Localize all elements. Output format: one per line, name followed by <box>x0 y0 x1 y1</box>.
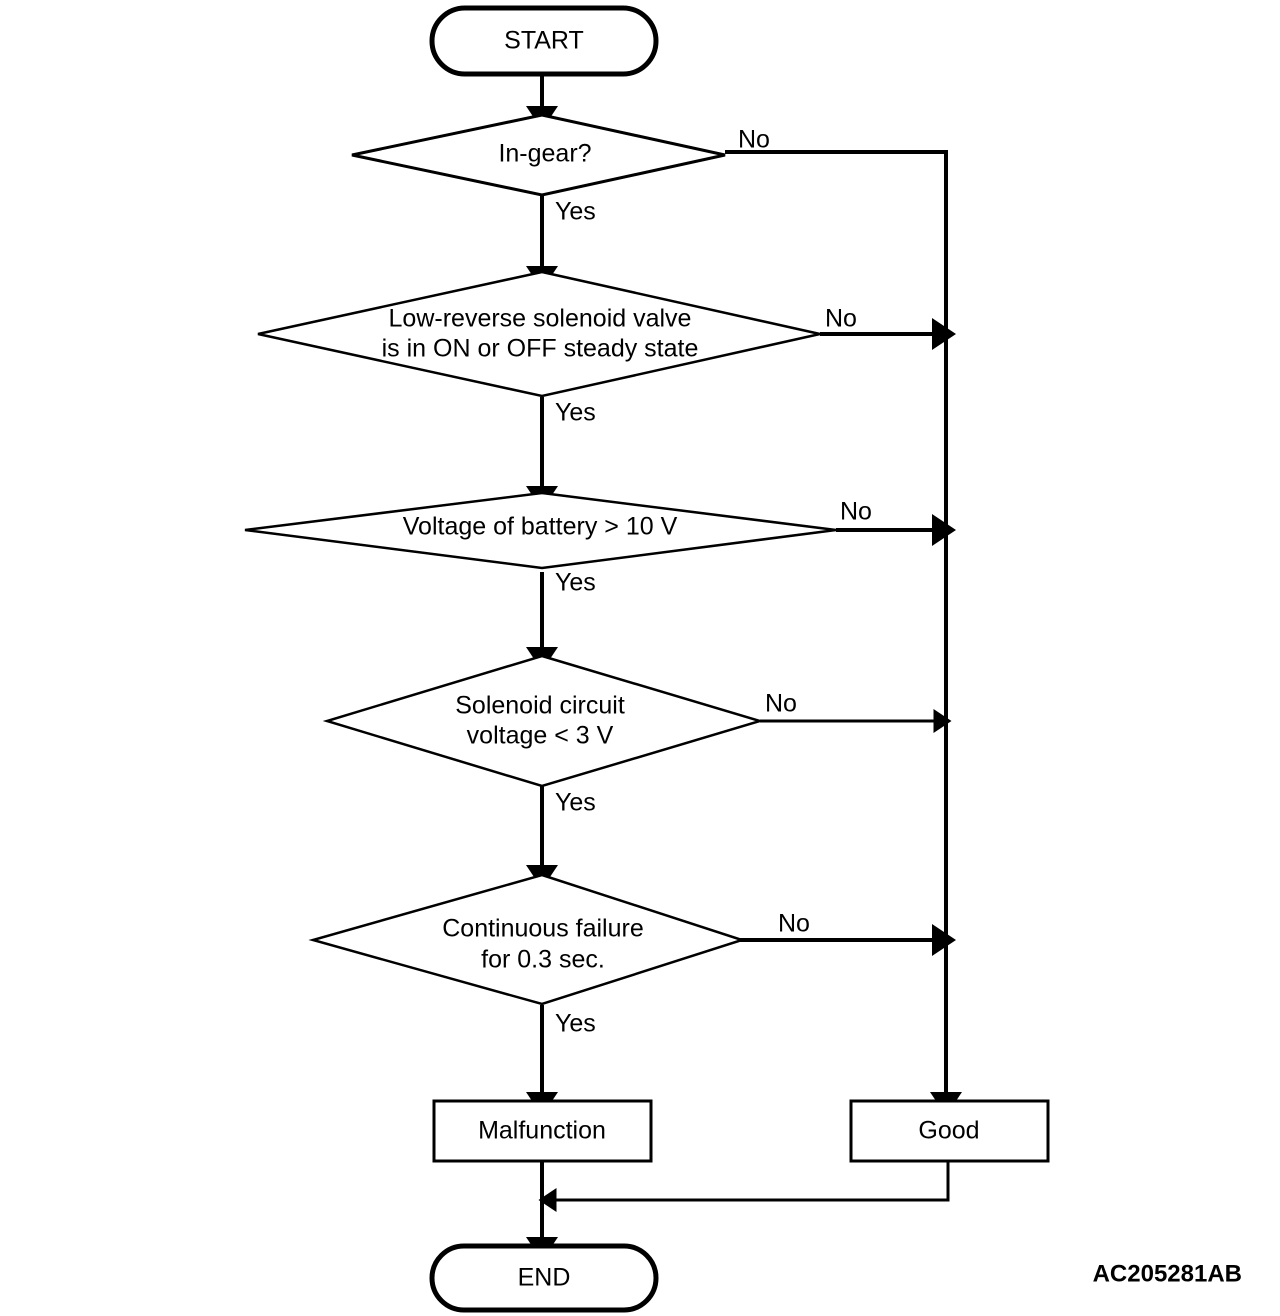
decision-5-yes-label: Yes <box>555 1010 596 1038</box>
decision-4-label-line-1: Solenoid circuit <box>455 692 625 720</box>
decision-4-no-label: No <box>765 690 797 718</box>
decision-2-no-label: No <box>825 305 857 333</box>
decision-5-shape <box>308 873 747 1006</box>
start-shape <box>429 5 659 77</box>
decision-1-no-label: No <box>738 126 770 154</box>
decision-1-yes-label: Yes <box>555 198 596 226</box>
end-label: END <box>518 1264 571 1292</box>
decision-4-label-line-2: voltage < 3 V <box>467 722 614 750</box>
node-start: START <box>429 5 659 77</box>
decision-5-no-label: No <box>778 910 810 938</box>
reference-code: AC205281AB <box>1093 1260 1242 1287</box>
node-decision-continuous-failure: Continuous failure for 0.3 sec. No Yes <box>308 873 810 1038</box>
end-shape <box>429 1243 659 1313</box>
decision-2-shape <box>257 270 821 398</box>
start-label: START <box>504 27 584 55</box>
decision-1-shape <box>351 113 726 197</box>
good-label: Good <box>918 1117 979 1145</box>
node-good: Good <box>849 1099 1050 1163</box>
decision-5-label-line-1: Continuous failure <box>442 915 644 943</box>
decision-2-label-line-1: Low-reverse solenoid valve <box>389 305 692 333</box>
node-decision-battery-voltage: Voltage of battery > 10 V No Yes <box>244 491 872 597</box>
good-shape <box>849 1099 1050 1163</box>
decision-3-shape <box>244 491 837 570</box>
decision-2-label-line-2: is in ON or OFF steady state <box>382 335 699 363</box>
node-decision-solenoid-circuit-voltage: Solenoid circuit voltage < 3 V No Yes <box>322 654 797 817</box>
malfunction-label: Malfunction <box>478 1117 606 1145</box>
node-decision-in-gear: In-gear? No Yes <box>351 113 770 226</box>
decision-1-label: In-gear? <box>498 140 591 168</box>
decision-3-yes-label: Yes <box>555 569 596 597</box>
decision-3-no-label: No <box>840 498 872 526</box>
node-end: END <box>429 1243 659 1313</box>
decision-5-label-line-2: for 0.3 sec. <box>481 946 605 974</box>
malfunction-shape <box>432 1099 653 1163</box>
decision-4-shape <box>322 654 765 788</box>
node-decision-solenoid-steady-state: Low-reverse solenoid valve is in ON or O… <box>257 270 857 427</box>
connector-good-to-end <box>538 1160 950 1212</box>
decision-4-yes-label: Yes <box>555 789 596 817</box>
decision-2-yes-label: Yes <box>555 399 596 427</box>
decision-3-label: Voltage of battery > 10 V <box>403 513 678 541</box>
node-malfunction: Malfunction <box>432 1099 653 1163</box>
